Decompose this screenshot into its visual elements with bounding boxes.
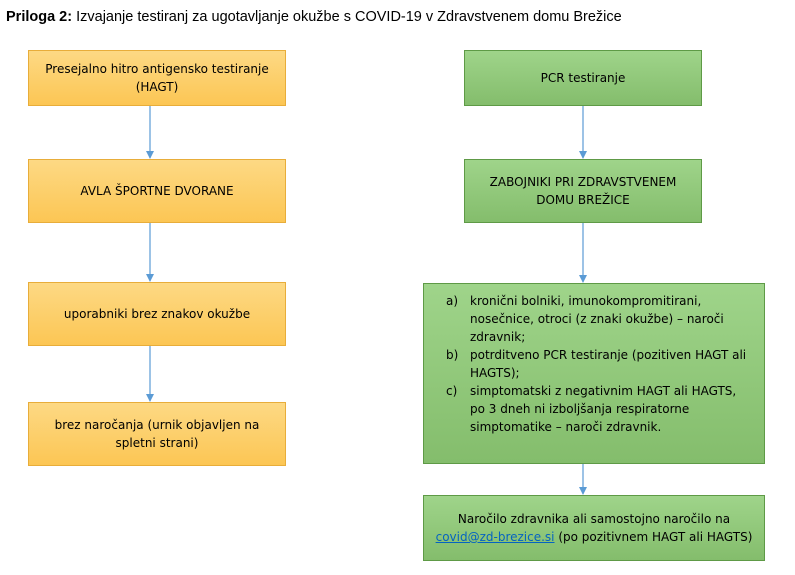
containers-line1: ZABOJNIKI PRI ZDRAVSTVENEM	[489, 175, 677, 189]
list-item-label: a)	[446, 294, 459, 308]
no-appointment-line1: brez naročanja (urnik objavljen na	[54, 418, 260, 432]
page-title: Priloga 2: Izvajanje testiranj za ugotav…	[6, 9, 622, 25]
list-item-label: c)	[446, 384, 458, 398]
list-item: a) kronični bolniki, imunokompromitirani,…	[446, 292, 752, 346]
pcr-testing-box: PCR testiranje	[464, 50, 702, 106]
no-appointment-line2: spletni strani)	[115, 436, 199, 450]
sports-hall-label: AVLA ŠPORTNE DVORANE	[80, 184, 234, 198]
appointment-line1: Naročilo zdravnika ali samostojno naroči…	[457, 512, 731, 526]
title-prefix: Priloga 2:	[6, 9, 73, 25]
list-item-text: potrditveno PCR testiranje (pozitiven HA…	[470, 348, 747, 380]
appointment-box: Naročilo zdravnika ali samostojno naroči…	[423, 495, 765, 561]
list-item: c) simptomatski z negativnim HAGT ali HAG…	[446, 382, 752, 436]
list-item: b) potrditveno PCR testiranje (pozitiven …	[446, 346, 752, 382]
containers-box: ZABOJNIKI PRI ZDRAVSTVENEM DOMU BREŽICE	[464, 159, 702, 223]
list-item-label: b)	[446, 348, 459, 362]
email-link[interactable]: covid@zd-brezice.si	[435, 530, 555, 544]
hagt-line1: Presejalno hitro antigensko testiranje	[45, 62, 269, 76]
eligibility-list: a) kronični bolniki, imunokompromitirani,…	[446, 292, 752, 436]
sports-hall-box: AVLA ŠPORTNE DVORANE	[28, 159, 286, 223]
list-item-text: kronični bolniki, imunokompromitirani, n…	[470, 294, 724, 344]
appointment-line2-rest: (po pozitivnem HAGT ali HAGTS)	[554, 530, 753, 544]
pcr-testing-label: PCR testiranje	[540, 71, 626, 85]
asymptomatic-users-label: uporabniki brez znakov okužbe	[63, 307, 251, 321]
asymptomatic-users-box: uporabniki brez znakov okužbe	[28, 282, 286, 346]
eligibility-list-box: a) kronični bolniki, imunokompromitirani,…	[423, 283, 765, 464]
list-item-text: simptomatski z negativnim HAGT ali HAGTS…	[470, 384, 737, 434]
no-appointment-box: brez naročanja (urnik objavljen na spletn…	[28, 402, 286, 466]
hagt-screening-box: Presejalno hitro antigensko testiranje (H…	[28, 50, 286, 106]
containers-line2: DOMU BREŽICE	[536, 193, 630, 207]
hagt-line2: (HAGT)	[135, 80, 179, 94]
title-text: Izvajanje testiranj za ugotavljanje okuž…	[72, 9, 622, 25]
